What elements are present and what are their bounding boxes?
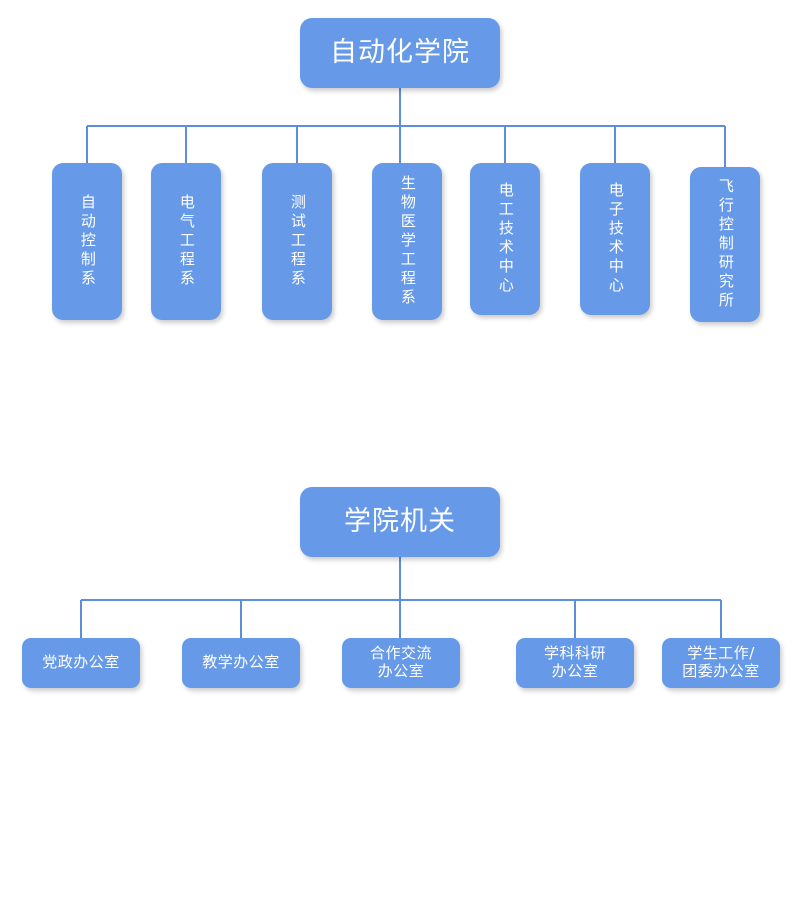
office-node-teaching-label: 教学办公室 [202,653,280,672]
office-node-party-admin[interactable]: 党政办公室 [22,638,140,688]
office-node-teaching[interactable]: 教学办公室 [182,638,300,688]
dept-node-electronics-center[interactable]: 电子技术中心 [580,163,650,315]
dept-node-electrotechnics-center[interactable]: 电工技术中心 [470,163,540,315]
office-node-student-affairs-label: 学生工作/ 团委办公室 [682,644,760,680]
office-node-party-admin-label: 党政办公室 [42,653,120,672]
dept-node-electronics-center-label: 电子技术中心 [606,182,625,296]
root-node-administration-label: 学院机关 [344,506,456,538]
dept-node-electrical-engineering[interactable]: 电气工程系 [151,163,221,320]
dept-node-flight-control-institute[interactable]: 飞行控制研究所 [690,167,760,322]
office-node-student-affairs[interactable]: 学生工作/ 团委办公室 [662,638,780,688]
dept-node-electrical-engineering-label: 电气工程系 [177,194,196,289]
root-node-administration[interactable]: 学院机关 [300,487,500,557]
dept-node-test-engineering[interactable]: 测试工程系 [262,163,332,320]
dept-node-biomedical-engineering-label: 生物医学工程系 [398,175,417,308]
office-node-discipline-research[interactable]: 学科科研 办公室 [516,638,634,688]
dept-node-electrotechnics-center-label: 电工技术中心 [496,182,515,296]
root-node-academic-label: 自动化学院 [330,37,470,69]
dept-node-biomedical-engineering[interactable]: 生物医学工程系 [372,163,442,320]
dept-node-automatic-control[interactable]: 自动控制系 [52,163,122,320]
root-node-academic[interactable]: 自动化学院 [300,18,500,88]
dept-node-automatic-control-label: 自动控制系 [78,194,97,289]
office-node-cooperation-exchange-label: 合作交流 办公室 [369,644,432,680]
dept-node-flight-control-institute-label: 飞行控制研究所 [716,178,735,311]
dept-node-test-engineering-label: 测试工程系 [288,194,307,289]
office-node-cooperation-exchange[interactable]: 合作交流 办公室 [342,638,460,688]
office-node-discipline-research-label: 学科科研 办公室 [543,644,606,680]
